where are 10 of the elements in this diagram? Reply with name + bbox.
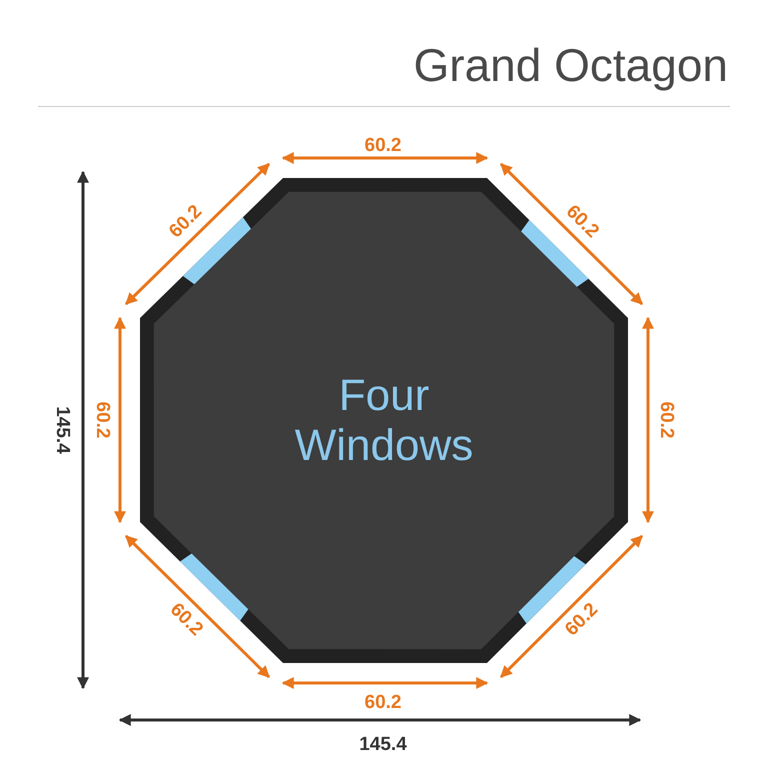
dimension-label: 60.2 [165,201,207,243]
dimension-label: 145.4 [51,406,73,454]
dimension-label: 60.2 [364,692,402,714]
dimension-label: 60.2 [655,402,677,438]
dimension-label: 60.2 [561,599,603,641]
dimension-label: 60.2 [364,135,402,157]
pool-label: Four Windows [294,370,474,470]
title: Grand Octagon [413,38,728,92]
dimension-label: 145.4 [359,734,407,756]
dimension-label: 60.2 [91,402,113,438]
